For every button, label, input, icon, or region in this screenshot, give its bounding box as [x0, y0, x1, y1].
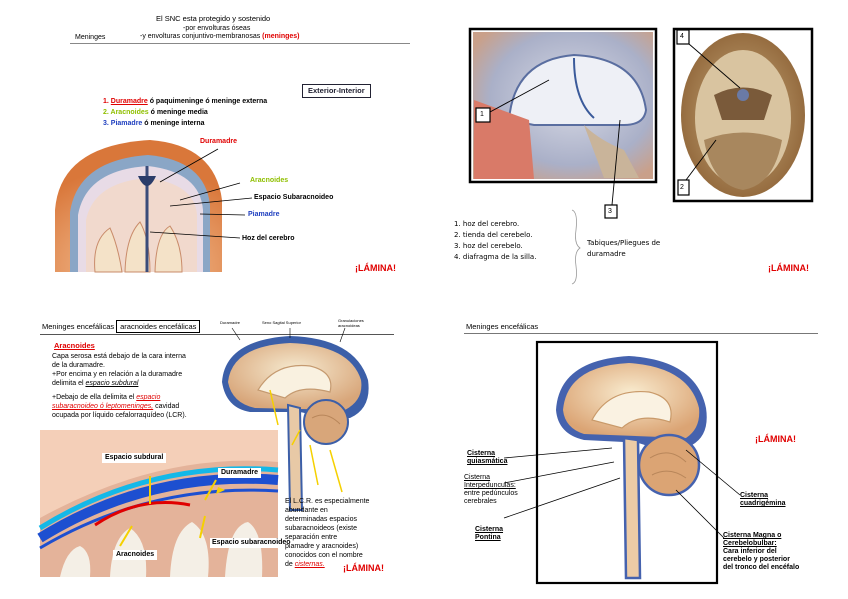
section-label: Meninges — [75, 34, 106, 41]
dura-folds-group-label: Tabiques/Pliegues de duramadre — [587, 239, 661, 258]
list-item-diafragma-silla: 4. diafragma de la silla. — [454, 253, 537, 261]
label-piamadre: Piamadre — [248, 211, 280, 218]
list-item-hoz-cerebro: 1. hoz del cerebro. — [454, 220, 520, 228]
aracnoides-description: Capa serosa está debajo de la cara inter… — [52, 353, 187, 419]
lamina-label: ¡LÁMINA! — [355, 263, 396, 273]
label-hoz-del-cerebro: Hoz del cerebro — [242, 235, 295, 242]
inset-label-espacio-subaracnoideo: Espacio subaracnoideo — [210, 538, 293, 548]
header-boxed-topic: aracnoides encefálicas — [116, 320, 201, 333]
meninge-list-item-2: 2. Aracnoides ó meninge media — [103, 109, 208, 116]
marker-1: 1 — [480, 111, 484, 118]
meninge-list-item-1: 1. Duramadre ó paquimeninge ó meninge ex… — [103, 98, 268, 105]
title-underline — [70, 43, 410, 44]
slide-cisternas: Meninges encefálicas Cisterna quiasmátic… — [424, 300, 848, 599]
sagittal-label-seno-sagital: Seno Sagital Superior — [262, 320, 301, 325]
lamina-label: ¡LÁMINA! — [768, 263, 809, 273]
marker-3: 3 — [608, 208, 612, 215]
label-cisterna-cuadrigemina: Cisterna cuadrigémina — [740, 492, 786, 507]
section-heading-aracnoides: Aracnoides — [54, 341, 95, 350]
label-cisterna-pontina: Cisterna Pontina — [475, 526, 504, 541]
dura-folds-illustrations — [468, 27, 814, 285]
sagittal-label-granulaciones: Granulaciones aracnoideas — [338, 318, 364, 328]
list-item-hoz-cerebelo: 3. hoz del cerebelo. — [454, 242, 523, 250]
meninges-cross-section-illustration — [55, 140, 253, 273]
label-espacio-subaracnoideo: Espacio Subaracnoideo — [254, 194, 334, 201]
lamina-label: ¡LÁMINA! — [755, 434, 796, 444]
label-cisterna-quiasmatica: Cisterna quiasmática — [467, 450, 508, 465]
slide-dura-folds: 1 4 2 3 1. hoz del cerebro. 2. tienda de… — [424, 0, 848, 299]
label-cisterna-magna: Cisterna Magna o Cerebelobulbar: Cara in… — [723, 532, 800, 571]
slide-title-line-2: -por envolturas óseas — [183, 25, 251, 32]
label-cisterna-interpeduncular: Cisterna Interpedunculas: entre pedúncul… — [464, 474, 518, 505]
slide-title-line-1: El SNC esta protegido y sostenido — [156, 14, 271, 23]
dura-folds-list: 1. hoz del cerebro. 2. tienda del cerebe… — [454, 219, 536, 263]
sagittal-label-duramadre: Duramadre — [220, 320, 241, 325]
exterior-interior-box: Exterior-Interior — [302, 84, 371, 98]
list-item-tienda-cerebelo: 2. tienda del cerebelo. — [454, 231, 533, 239]
inset-label-duramadre: Duramadre — [218, 468, 261, 478]
meninge-list-item-3: 3. Piamadre ó meninge interna — [103, 120, 205, 127]
slide-meninges-overview: El SNC esta protegido y sostenido -por e… — [0, 0, 424, 299]
inset-label-espacio-subdural: Espacio subdural — [102, 453, 167, 463]
header-underline — [464, 333, 818, 334]
label-aracnoides: Aracnoides — [250, 177, 289, 184]
cisternas-illustration — [503, 340, 741, 585]
label-duramadre: Duramadre — [200, 138, 237, 145]
lamina-label: ¡LÁMINA! — [343, 563, 384, 573]
header-underline — [40, 334, 394, 335]
slide-title-line-3: -y envolturas conjuntivo-membranosas (me… — [140, 33, 300, 40]
lcr-note: El L.C.R. es especialmente abundante en … — [285, 498, 370, 568]
slide-header: Meninges encefálicas — [466, 322, 539, 331]
inset-label-aracnoides: Aracnoides — [113, 550, 158, 560]
marker-4: 4 — [680, 33, 684, 40]
marker-2: 2 — [680, 184, 684, 191]
